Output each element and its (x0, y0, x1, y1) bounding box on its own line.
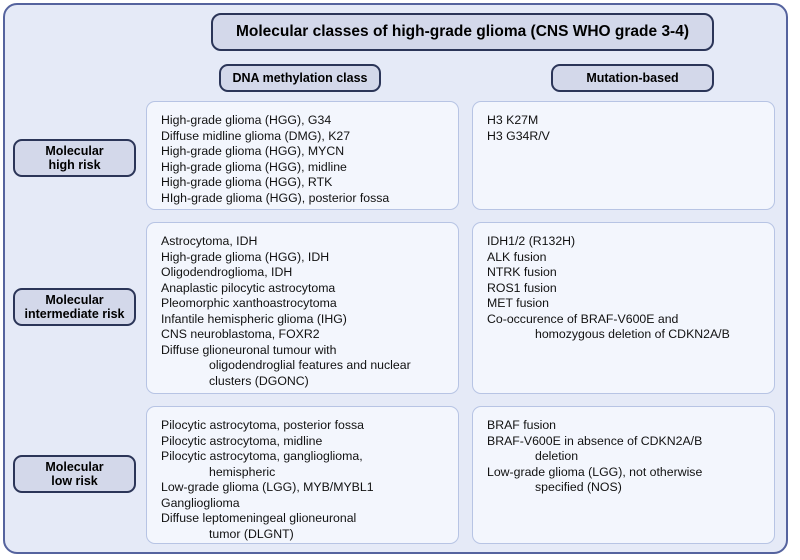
list-item: BRAF fusion (487, 418, 557, 432)
list-item: Diffuse glioneuronal tumour with (161, 342, 337, 357)
list-item: deletion (535, 449, 579, 464)
list-item: ALK fusion (487, 249, 547, 264)
list-item: oligodendroglial features and nuclear (209, 358, 411, 373)
list-item: clusters (DGONC) (209, 373, 309, 388)
list-item: NTRK fusion (487, 265, 557, 280)
list-item: Co-occurence of BRAF-V600E and (487, 311, 679, 326)
risk-label-low-line2: low risk (51, 474, 98, 488)
column-header-mutation-based: Mutation-based (551, 64, 714, 92)
list-item: H3 G34R/V (487, 128, 550, 143)
list-item: Oligodendroglioma, IDH (161, 265, 293, 280)
list-item: HIgh-grade glioma (HGG), posterior fossa (161, 190, 390, 205)
risk-label-low: Molecular low risk (13, 455, 136, 493)
list-item: Diffuse midline glioma (DMG), K27 (161, 128, 351, 143)
list-item: Pilocytic astrocytoma, ganglioglioma, (161, 449, 363, 464)
list-item: Anaplastic pilocytic astrocytoma (161, 280, 336, 295)
list-item: hemispheric (209, 464, 276, 479)
list-item: specified (NOS) (535, 480, 622, 495)
list-item: High-grade glioma (HGG), IDH (161, 249, 330, 264)
list-item: Diffuse leptomeningeal glioneuronal (161, 511, 357, 526)
list-item: IDH1/2 (R132H) (487, 234, 576, 248)
list-item: MET fusion (487, 296, 549, 311)
list-item: High-grade glioma (HGG), midline (161, 159, 347, 174)
list-item: Infantile hemispheric glioma (IHG) (161, 311, 347, 326)
list-item: Astrocytoma, IDH (161, 234, 258, 248)
risk-label-low-line1: Molecular (45, 460, 104, 474)
list-item: High-grade glioma (HGG), RTK (161, 175, 333, 190)
risk-label-intermediate-line1: Molecular (45, 293, 104, 307)
risk-label-high-line1: Molecular (45, 144, 104, 158)
diagram-title: Molecular classes of high-grade glioma (… (211, 13, 714, 51)
list-item: CNS neuroblastoma, FOXR2 (161, 327, 320, 342)
list-item: Low-grade glioma (LGG), not otherwise (487, 464, 703, 479)
list-item: BRAF-V600E in absence of CDKN2A/B (487, 433, 703, 448)
risk-label-high: Molecular high risk (13, 139, 136, 177)
risk-label-intermediate: Molecular intermediate risk (13, 288, 136, 326)
list-item: Pilocytic astrocytoma, midline (161, 433, 323, 448)
list-item: Ganglioglioma (161, 495, 240, 510)
list-item: H3 K27M (487, 113, 539, 127)
list-item: High-grade glioma (HGG), MYCN (161, 144, 345, 159)
list-item: homozygous deletion of CDKN2A/B (535, 327, 730, 342)
list-item: High-grade glioma (HGG), G34 (161, 113, 332, 127)
list-item: Pilocytic astrocytoma, posterior fossa (161, 418, 364, 432)
risk-label-intermediate-line2: intermediate risk (24, 307, 125, 321)
list-item: Pleomorphic xanthoastrocytoma (161, 296, 337, 311)
column-header-dna-methylation-class: DNA methylation class (219, 64, 381, 92)
risk-label-high-line2: high risk (48, 158, 101, 172)
list-item: tumor (DLGNT) (209, 526, 294, 541)
list-item: Low-grade glioma (LGG), MYB/MYBL1 (161, 480, 374, 495)
list-item: ROS1 fusion (487, 280, 557, 295)
